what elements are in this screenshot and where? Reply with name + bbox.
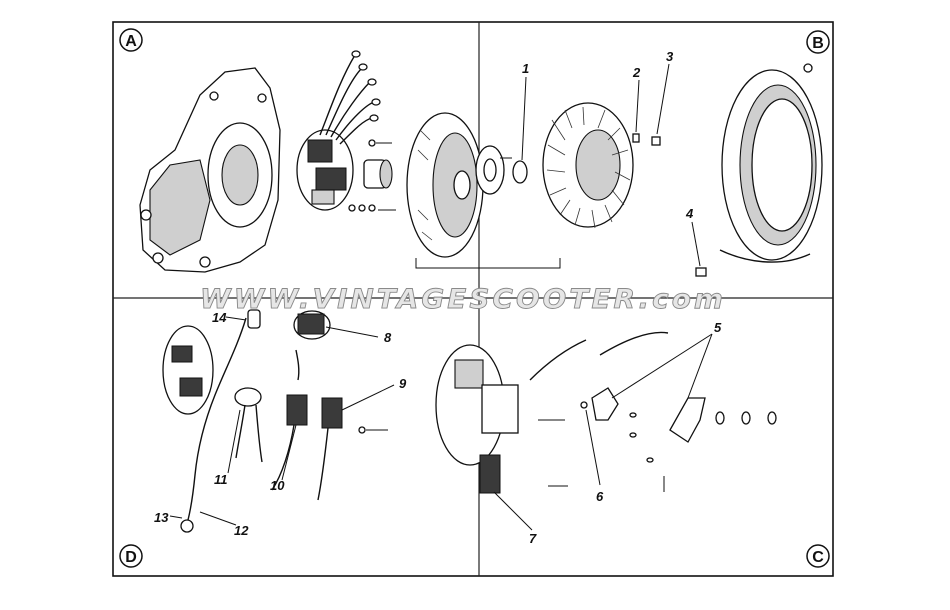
callout-8: 8 (384, 330, 392, 345)
condenser (234, 387, 263, 463)
coil-screw (358, 426, 388, 434)
callout-6: 6 (596, 489, 604, 504)
stator-backplate (162, 325, 214, 415)
stator-plate (296, 50, 381, 211)
breaker-cable (529, 331, 669, 381)
callout-2: 2 (632, 65, 641, 80)
watermark: WWW.VINTAGESCOOTER.com (200, 284, 726, 315)
callout-10: 10 (270, 478, 285, 493)
callout-7: 7 (529, 531, 537, 546)
engine-casing (139, 67, 281, 273)
contact-points (538, 387, 706, 443)
small-washers (548, 411, 777, 492)
callout-1: 1 (522, 61, 529, 76)
callout-12: 12 (234, 523, 249, 538)
callout-13: 13 (154, 510, 169, 525)
flywheel-rotor (406, 112, 484, 258)
cooling-fan (542, 102, 634, 229)
ht-cable (180, 309, 261, 533)
quadrant-label-b: B (806, 30, 830, 54)
callout-4: 4 (685, 206, 694, 221)
callout-9: 9 (399, 376, 407, 391)
ignition-coil (293, 310, 331, 340)
quadrant-label-d: D (119, 544, 143, 568)
cowl-screw (695, 267, 707, 277)
svg-text:B: B (812, 35, 824, 52)
lighting-coil (271, 349, 308, 491)
breaker-plate (435, 344, 519, 466)
quadrant-label-a: A (119, 28, 143, 52)
circlip (512, 160, 528, 184)
low-tension-coil (317, 397, 343, 501)
callout-14: 14 (212, 310, 227, 325)
callout-leaders (169, 63, 713, 531)
contact-breaker-cam (479, 454, 501, 494)
fan-cowl (719, 69, 823, 263)
quadrant-label-c: C (806, 544, 830, 568)
callout-11: 11 (214, 472, 228, 487)
svg-text:D: D (125, 549, 137, 566)
flywheel-hub (348, 139, 396, 212)
callout-5: 5 (714, 320, 722, 335)
svg-text:A: A (125, 33, 137, 50)
assembly-bracket (415, 258, 561, 269)
callout-3: 3 (666, 49, 674, 64)
svg-text:C: C (812, 549, 824, 566)
flywheel-washer-set (475, 145, 512, 195)
diagram-frame (112, 21, 834, 577)
fan-screws (632, 63, 813, 146)
